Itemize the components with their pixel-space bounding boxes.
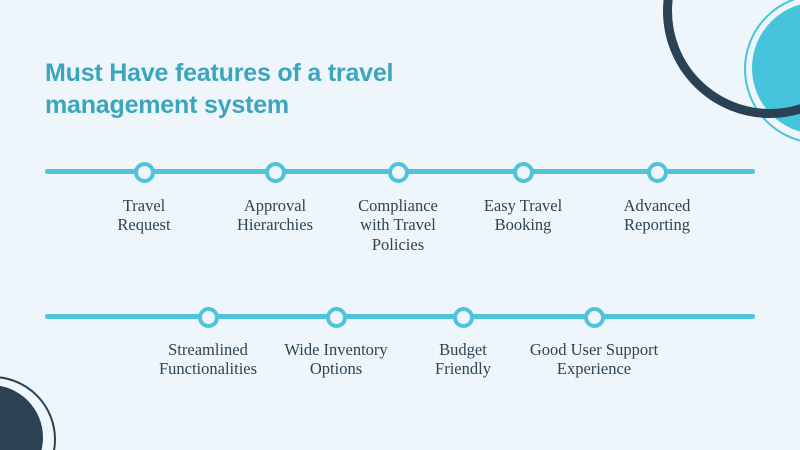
timeline-node-label: Good User Support Experience bbox=[529, 340, 659, 379]
timeline-node-label: Budget Friendly bbox=[435, 340, 491, 379]
timeline-node-label: Approval Hierarchies bbox=[236, 196, 314, 235]
page-title: Must Have features of a travel managemen… bbox=[45, 58, 394, 119]
decorative-navy-ring-bottom-left bbox=[0, 376, 56, 450]
timeline-node-label: Travel Request bbox=[117, 196, 171, 235]
timeline-node-1-1[interactable] bbox=[133, 162, 155, 183]
timeline-track bbox=[45, 314, 755, 319]
timeline-node-label: Advanced Reporting bbox=[623, 196, 691, 235]
decorative-navy-circle-bottom-left bbox=[0, 385, 43, 450]
timeline-node-label: Streamlined Functionalities bbox=[158, 340, 258, 379]
decorative-cyan-circle-top-right bbox=[752, 2, 800, 134]
timeline-node-label: Easy Travel Booking bbox=[483, 196, 563, 235]
timeline-node-2-3[interactable] bbox=[452, 307, 474, 328]
timeline-node-label: Wide Inventory Options bbox=[284, 340, 388, 379]
timeline-node-2-1[interactable] bbox=[197, 307, 219, 328]
timeline-node-1-5[interactable] bbox=[646, 162, 668, 183]
timeline-node-2-4[interactable] bbox=[583, 307, 605, 328]
timeline-node-1-3[interactable] bbox=[387, 162, 409, 183]
timeline-node-1-2[interactable] bbox=[264, 162, 286, 183]
timeline-node-label: Compliance with Travel Policies bbox=[358, 196, 438, 254]
timeline-node-2-2[interactable] bbox=[325, 307, 347, 328]
timeline-node-1-4[interactable] bbox=[512, 162, 534, 183]
decorative-navy-ring-top-right bbox=[663, 0, 800, 118]
decorative-cyan-ring-top-right bbox=[744, 0, 800, 144]
